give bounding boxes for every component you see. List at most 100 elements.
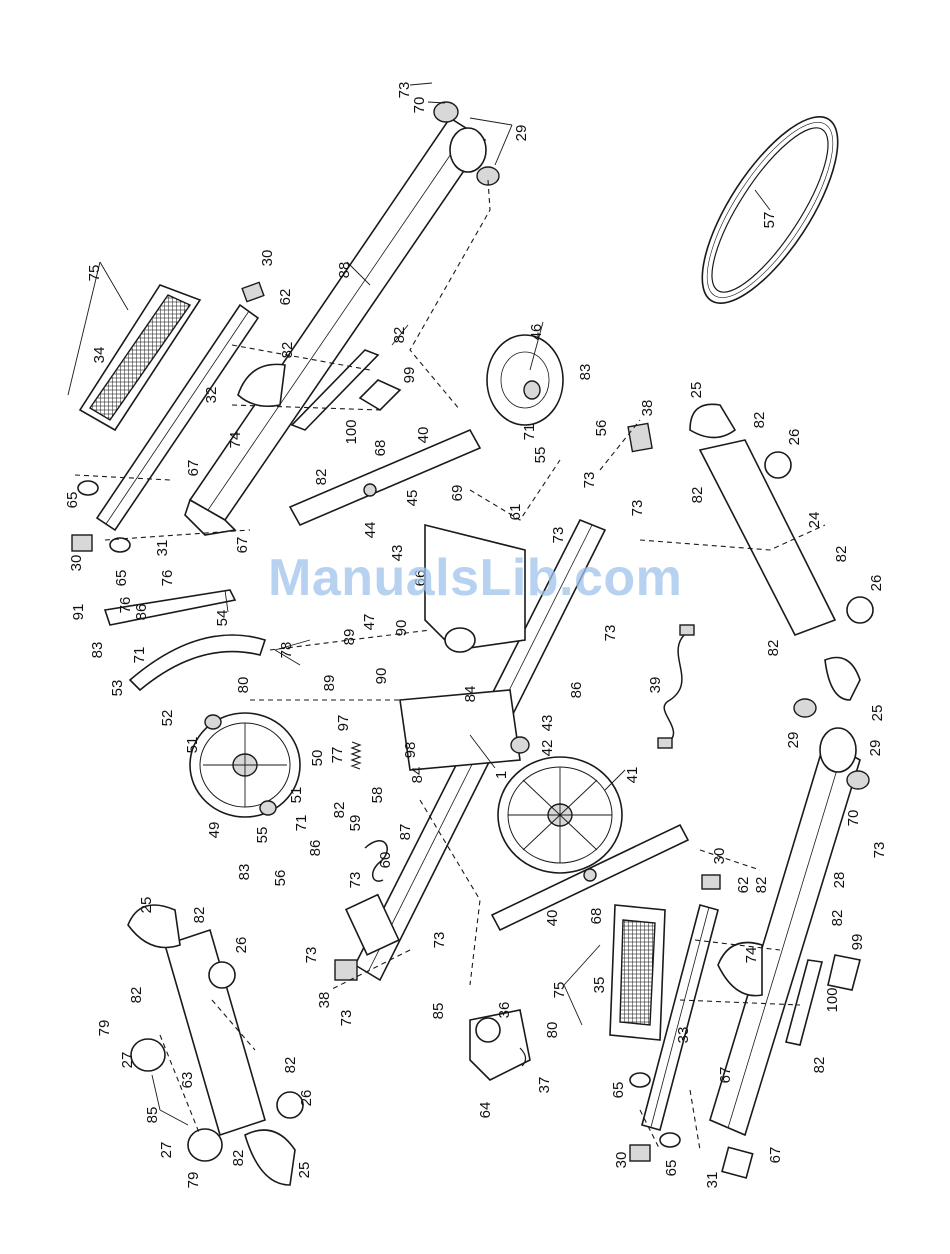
callout-73: 73: [602, 625, 619, 642]
callout-87: 87: [397, 824, 414, 841]
flywheel-part: [189, 712, 301, 818]
callout-55: 55: [254, 827, 271, 844]
callout-73: 73: [338, 1010, 355, 1027]
callout-82: 82: [331, 802, 348, 819]
callout-85: 85: [430, 1003, 447, 1020]
callout-61: 61: [507, 504, 524, 521]
callout-71: 71: [131, 647, 148, 664]
callout-25: 25: [138, 897, 155, 914]
callout-28: 28: [831, 872, 848, 889]
callout-25: 25: [688, 382, 705, 399]
callout-86: 86: [568, 682, 585, 699]
callout-69: 69: [449, 485, 466, 502]
lower-leg-pad-part: [717, 941, 763, 997]
callout-98: 98: [402, 742, 419, 759]
callout-26: 26: [233, 937, 250, 954]
callout-64: 64: [477, 1102, 494, 1119]
motor-bracket-part: [469, 1009, 531, 1081]
rear-stabilizer-part: [689, 403, 874, 701]
upper-flywheel-part: [486, 334, 564, 426]
callout-73: 73: [431, 932, 448, 949]
callout-41: 41: [624, 767, 641, 784]
callout-50: 50: [309, 750, 326, 767]
callout-82: 82: [811, 1057, 828, 1074]
callout-76: 76: [159, 570, 176, 587]
main-frame-part: [334, 422, 653, 982]
callout-90: 90: [393, 620, 410, 637]
callout-83: 83: [89, 642, 106, 659]
callout-82: 82: [279, 342, 296, 359]
callout-39: 39: [647, 677, 664, 694]
callout-52: 52: [159, 710, 176, 727]
callout-80: 80: [544, 1022, 561, 1039]
callout-35: 35: [591, 977, 608, 994]
callout-82: 82: [829, 910, 846, 927]
callout-73: 73: [303, 947, 320, 964]
callout-42: 42: [539, 740, 556, 757]
callout-51: 51: [288, 787, 305, 804]
callout-49: 49: [206, 822, 223, 839]
wire-harness-part: [657, 624, 695, 749]
callout-66: 66: [412, 570, 429, 587]
callout-73: 73: [581, 472, 598, 489]
upper-crossbar-part: [288, 428, 482, 527]
callout-25: 25: [296, 1162, 313, 1179]
callout-1: 1: [493, 771, 510, 779]
callout-30: 30: [68, 555, 85, 572]
callout-29: 29: [785, 732, 802, 749]
callout-73: 73: [871, 842, 888, 859]
watermark-text: ManualsLib.com: [268, 549, 683, 607]
callout-79: 79: [185, 1172, 202, 1189]
callout-84: 84: [409, 767, 426, 784]
callout-40: 40: [544, 910, 561, 927]
callout-97: 97: [335, 715, 352, 732]
callout-86: 86: [307, 840, 324, 857]
callout-99: 99: [849, 934, 866, 951]
callout-70: 70: [411, 97, 428, 114]
callout-89: 89: [321, 675, 338, 692]
callout-31: 31: [704, 1172, 721, 1189]
pulley-part: [497, 736, 623, 874]
callout-30: 30: [613, 1152, 630, 1169]
callout-58: 58: [369, 787, 386, 804]
callout-67: 67: [234, 537, 251, 554]
callout-26: 26: [786, 429, 803, 446]
callout-65: 65: [64, 492, 81, 509]
callout-36: 36: [496, 1002, 513, 1019]
callout-40: 40: [415, 427, 432, 444]
callout-43: 43: [539, 715, 556, 732]
callout-43: 43: [389, 545, 406, 562]
callout-70: 70: [845, 810, 862, 827]
callout-82: 82: [689, 487, 706, 504]
callout-65: 65: [610, 1082, 627, 1099]
callout-99: 99: [401, 367, 418, 384]
callout-77: 77: [329, 747, 346, 764]
callout-25: 25: [869, 705, 886, 722]
callout-100: 100: [343, 419, 360, 444]
callout-82: 82: [753, 877, 770, 894]
callout-73: 73: [629, 500, 646, 517]
callout-83: 83: [577, 364, 594, 381]
callout-82: 82: [230, 1150, 247, 1167]
callout-51: 51: [184, 737, 201, 754]
callout-74: 74: [743, 947, 760, 964]
upper-pedal-bracket-part: [71, 281, 265, 553]
callout-84: 84: [462, 686, 479, 703]
callout-56: 56: [272, 870, 289, 887]
callout-67: 67: [717, 1067, 734, 1084]
callout-31: 31: [154, 540, 171, 557]
callout-82: 82: [313, 469, 330, 486]
callout-82: 82: [128, 987, 145, 1004]
callout-37: 37: [536, 1077, 553, 1094]
callout-82: 82: [833, 546, 850, 563]
callout-63: 63: [179, 1072, 196, 1089]
callout-83: 83: [236, 864, 253, 881]
callout-30: 30: [259, 250, 276, 267]
upper-leg-pad-part: [237, 363, 286, 408]
magnet-bracket-part: [103, 589, 267, 692]
callout-leaders: [67, 82, 771, 1126]
callout-68: 68: [372, 440, 389, 457]
callout-100: 100: [824, 987, 841, 1012]
assembly-guide-lines: [74, 179, 826, 1151]
callout-26: 26: [298, 1090, 315, 1107]
